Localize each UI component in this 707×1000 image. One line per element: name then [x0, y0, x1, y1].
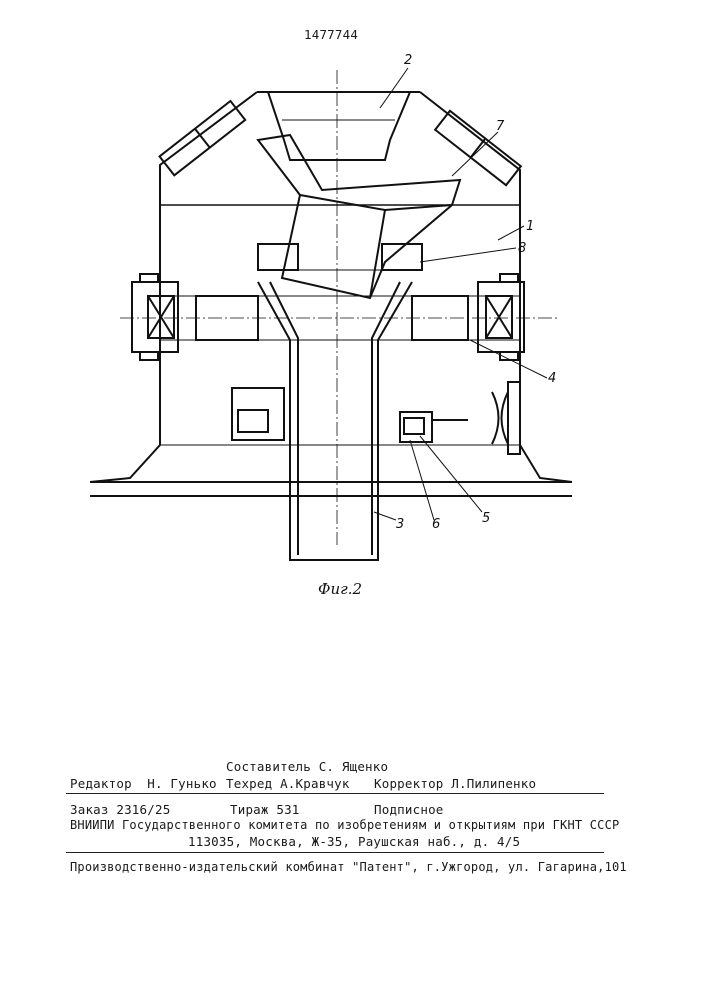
institute-line: ВНИИПИ Государственного комитета по изоб…: [70, 818, 619, 832]
label-2: 2: [404, 53, 412, 68]
publisher-line: Производственно-издательский комбинат "П…: [70, 860, 627, 874]
label-6: 6: [432, 517, 440, 532]
print-run-line: Тираж 531: [230, 802, 300, 817]
rule-1: [66, 793, 604, 794]
order-line: Заказ 2316/25: [70, 802, 170, 817]
compiler-line: Составитель С. Ященко: [226, 759, 388, 774]
label-4: 4: [548, 371, 556, 386]
label-8: 8: [518, 241, 526, 256]
label-1: 1: [526, 219, 534, 234]
figure-caption: Фиг.2: [318, 580, 362, 598]
corrector-line: Корректор Л.Пилипенко: [374, 776, 536, 791]
subscription-line: Подписное: [374, 802, 444, 817]
label-5: 5: [482, 511, 490, 526]
address-line: 113035, Москва, Ж-35, Раушская наб., д. …: [188, 834, 520, 849]
techred-line: Техред А.Кравчук: [226, 776, 350, 791]
rule-2: [66, 852, 604, 853]
label-3: 3: [396, 517, 404, 532]
technical-drawing: 2 7 1 8 4 5 6 3 Фиг.2: [0, 0, 707, 620]
editor-line: Редактор Н. Гунько: [70, 776, 217, 791]
label-7: 7: [496, 119, 505, 134]
